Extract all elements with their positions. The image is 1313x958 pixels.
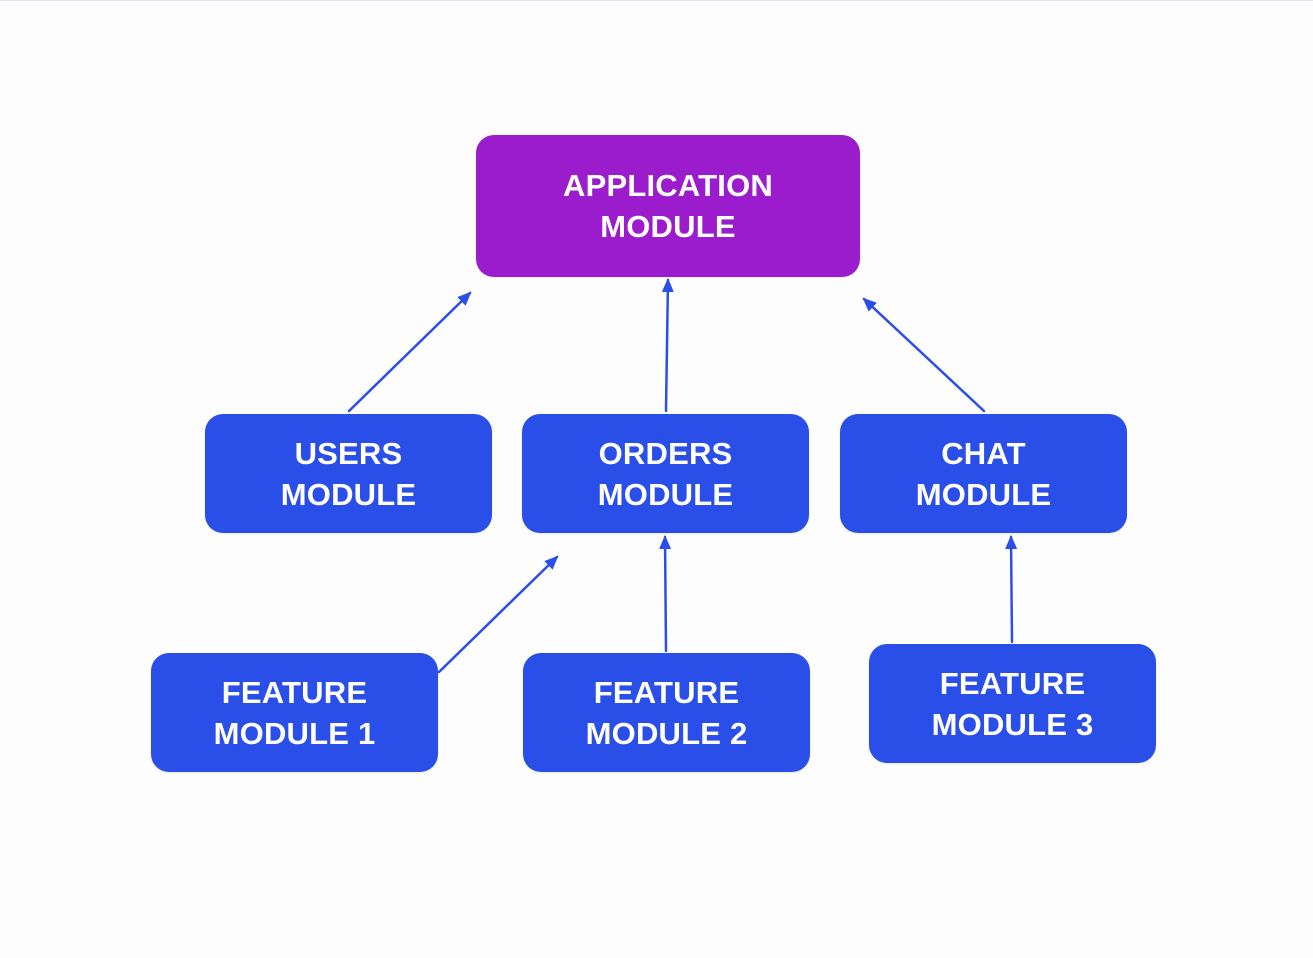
chat-module-line2: MODULE <box>915 476 1052 512</box>
feature-module-1-line1: FEATURE <box>221 674 368 710</box>
arrow-orders-to-application <box>661 278 674 413</box>
application-module-box: APPLICATION MODULE <box>476 135 860 277</box>
arrow-feature3-to-chat <box>1005 535 1018 644</box>
users-module-line2: MODULE <box>280 476 417 512</box>
chat-module-box: CHAT MODULE <box>840 414 1127 533</box>
orders-module-line1: ORDERS <box>598 435 733 471</box>
users-module-line1: USERS <box>294 435 403 471</box>
users-module-box: USERS MODULE <box>205 414 492 533</box>
feature-module-1-line2: MODULE 1 <box>213 715 376 751</box>
chat-module-line1: CHAT <box>941 435 1026 471</box>
feature-module-3-box: FEATURE MODULE 3 <box>869 644 1156 763</box>
arrow-chat-to-application <box>862 297 986 413</box>
orders-module-box: ORDERS MODULE <box>522 414 809 533</box>
arrow-feature2-to-orders <box>659 535 672 653</box>
application-module-line1: APPLICATION <box>562 168 773 203</box>
feature-module-1-box: FEATURE MODULE 1 <box>151 653 438 772</box>
feature-module-3-line2: MODULE 3 <box>931 706 1094 742</box>
arrow-users-to-application <box>347 291 472 413</box>
application-module-line2: MODULE <box>600 209 736 244</box>
feature-module-2-line1: FEATURE <box>593 674 740 710</box>
feature-module-3-line1: FEATURE <box>939 665 1086 701</box>
feature-module-2-box: FEATURE MODULE 2 <box>523 653 810 772</box>
orders-module-line2: MODULE <box>597 476 734 512</box>
feature-module-2-line2: MODULE 2 <box>585 715 748 751</box>
